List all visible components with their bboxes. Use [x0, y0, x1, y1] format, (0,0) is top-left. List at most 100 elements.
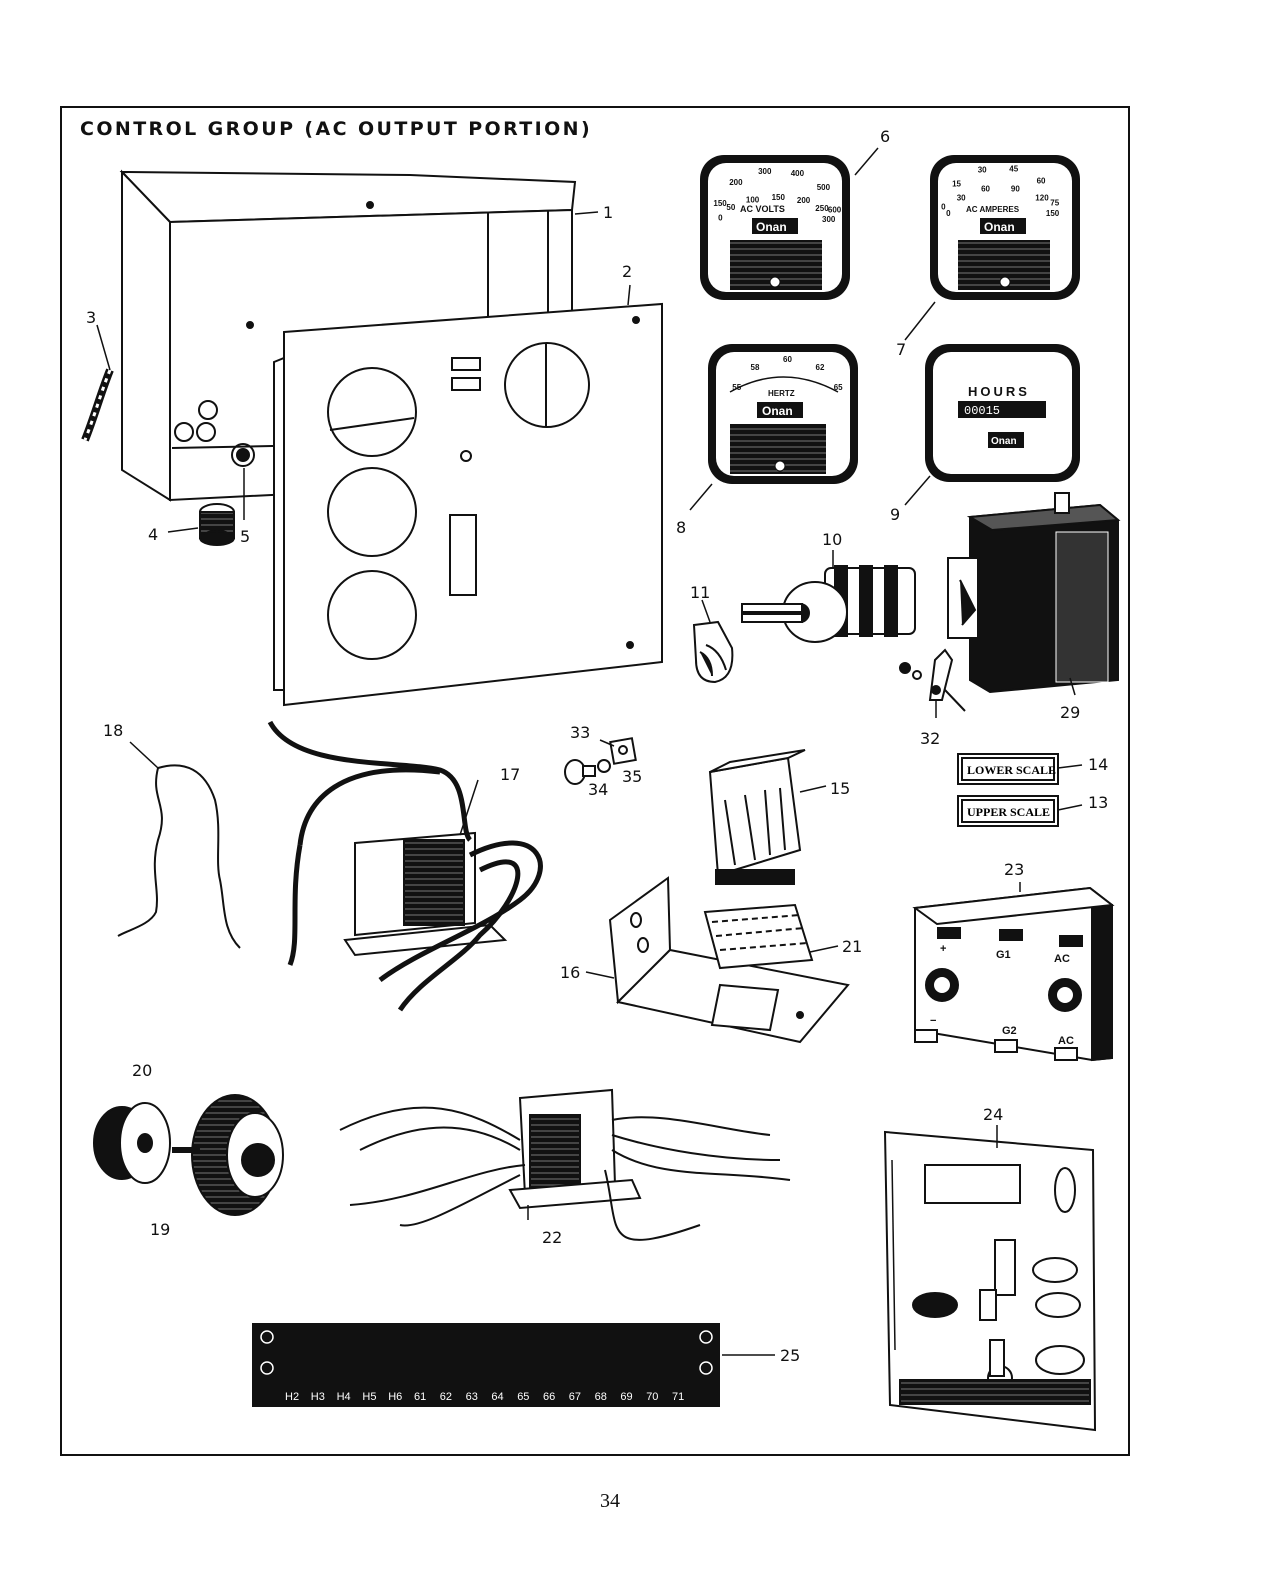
front-panel [273, 302, 663, 707]
voltage-regulator-board [883, 1130, 1097, 1432]
rectifier-terminal-0: + [940, 943, 946, 955]
rubber-bushing [199, 503, 235, 546]
callout-34: 34 [588, 780, 608, 799]
volt-inner-2: 100 [746, 196, 760, 205]
volt-inner-6: 300 [822, 215, 836, 224]
callout-13: 13 [1088, 793, 1108, 812]
frequency-meter-label: HERTZ [768, 389, 795, 398]
terminal-label-61: 61 [414, 1391, 426, 1403]
terminal-block-strip [252, 1323, 720, 1407]
callout-3: 3 [86, 308, 96, 327]
relay [708, 749, 806, 885]
callout-23: 23 [1004, 860, 1024, 879]
amp-inner-4: 120 [1035, 194, 1049, 203]
hertz-4: 65 [834, 383, 843, 392]
breaker-lever [899, 648, 966, 712]
terminal-label-70: 70 [646, 1391, 658, 1403]
callout-2: 2 [622, 262, 632, 281]
ammeter-brand: Onan [984, 220, 1015, 234]
amp-outer-4: 60 [1037, 177, 1046, 186]
lower-scale-text: LOWER SCALE [967, 763, 1056, 777]
page-title: CONTROL GROUP (AC OUTPUT PORTION) [80, 118, 593, 140]
callout-24: 24 [983, 1105, 1003, 1124]
mounting-bracket [81, 368, 114, 442]
upper-scale-text: UPPER SCALE [967, 805, 1050, 819]
volt-inner-0: 0 [718, 214, 723, 223]
bridge-rectifier [912, 886, 1115, 1062]
amp-inner-0: 0 [946, 209, 951, 218]
voltage-transformer [267, 720, 543, 1012]
callout-14: 14 [1088, 755, 1108, 774]
callout-8: 8 [676, 518, 686, 537]
rectifier-terminal-3: − [930, 1015, 936, 1027]
callout-5: 5 [240, 527, 250, 546]
amp-outer-3: 45 [1009, 164, 1018, 173]
amp-outer-0: 0 [941, 202, 946, 211]
callout-20: 20 [132, 1061, 152, 1080]
terminal-label-62: 62 [440, 1391, 452, 1403]
voltmeter-brand: Onan [756, 220, 787, 234]
ammeter-label: AC AMPERES [966, 205, 1020, 214]
hour-meter-reading: 00015 [964, 404, 1000, 418]
terminal-label-h5: H5 [362, 1391, 376, 1403]
rheostat-knob [93, 1102, 171, 1184]
volt-inner-5: 250 [815, 204, 829, 213]
volt-outer-5: 600 [828, 205, 842, 214]
callout-16: 16 [560, 963, 580, 982]
control-transformer [339, 1088, 791, 1241]
amp-inner-1: 30 [957, 194, 966, 203]
amp-inner-2: 60 [981, 184, 990, 193]
terminal-label-h4: H4 [337, 1391, 351, 1403]
frequency-meter [708, 344, 858, 484]
amp-inner-5: 150 [1046, 209, 1060, 218]
page-number: 34 [600, 1490, 620, 1512]
amp-outer-5: 75 [1050, 198, 1059, 207]
amp-inner-3: 90 [1011, 184, 1020, 193]
ac-voltmeter [700, 155, 850, 300]
upper-scale-plate [957, 795, 1059, 827]
volt-outer-0: 150 [713, 199, 727, 208]
volt-outer-4: 500 [817, 183, 831, 192]
callout-35: 35 [622, 767, 642, 786]
hertz-3: 62 [816, 363, 825, 372]
terminal-label-63: 63 [466, 1391, 478, 1403]
callout-9: 9 [890, 505, 900, 524]
terminal-label-h3: H3 [311, 1391, 325, 1403]
callout-10: 10 [822, 530, 842, 549]
hour-meter-brand: Onan [991, 436, 1017, 447]
callout-18: 18 [103, 721, 123, 740]
terminal-label-71: 71 [672, 1391, 684, 1403]
amp-outer-2: 30 [978, 165, 987, 174]
terminal-label-67: 67 [569, 1391, 581, 1403]
hour-meter-label: HOURS [968, 384, 1030, 399]
rectifier-terminal-1: G1 [996, 949, 1011, 961]
callout-21: 21 [842, 937, 862, 956]
terminal-label-65: 65 [517, 1391, 529, 1403]
lower-scale-plate [957, 753, 1059, 785]
ac-ammeter [930, 155, 1080, 300]
callout-22: 22 [542, 1228, 562, 1247]
rectifier-terminal-2: AC [1054, 953, 1070, 965]
volt-inner-3: 150 [772, 193, 786, 202]
callout-32: 32 [920, 729, 940, 748]
callout-15: 15 [830, 779, 850, 798]
callout-4: 4 [148, 525, 158, 544]
circuit-breaker [947, 492, 1121, 694]
amp-outer-1: 15 [952, 180, 961, 189]
selector-switch [741, 565, 916, 643]
volt-outer-3: 400 [791, 169, 805, 178]
hertz-1: 58 [751, 363, 760, 372]
frequency-meter-brand: Onan [762, 404, 793, 418]
callout-25: 25 [780, 1346, 800, 1365]
volt-outer-1: 200 [729, 178, 743, 187]
volt-inner-1: 50 [726, 203, 735, 212]
relay-bracket [608, 876, 850, 1044]
callout-29: 29 [1060, 703, 1080, 722]
terminal-label-66: 66 [543, 1391, 555, 1403]
callout-19: 19 [150, 1220, 170, 1239]
callout-17: 17 [500, 765, 520, 784]
